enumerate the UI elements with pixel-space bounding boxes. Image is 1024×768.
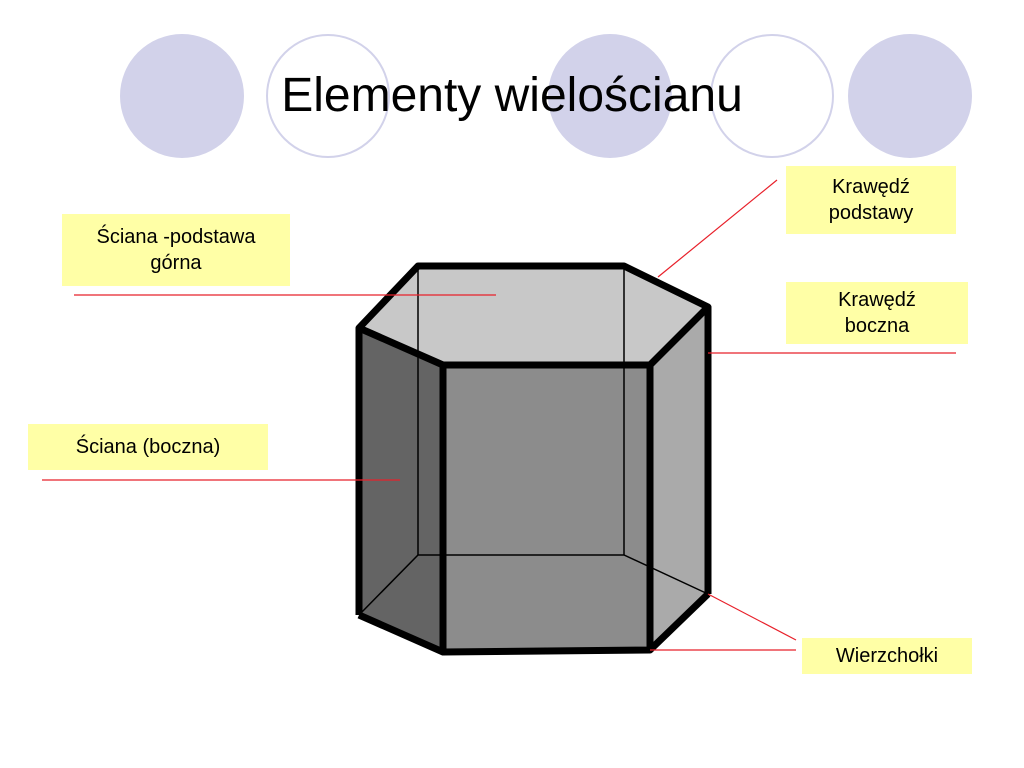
hidden-edge <box>358 554 709 616</box>
slide-title: Elementy wielościanu <box>281 69 743 122</box>
label-side-face: Ściana (boczna) <box>28 424 268 470</box>
label-base-edge: Krawędź podstawy <box>786 166 956 234</box>
decor-circle-5 <box>848 34 972 158</box>
label-top-face: Ściana -podstawa górna <box>62 214 290 286</box>
left-side-face <box>359 328 443 652</box>
decor-circle-4 <box>710 34 834 158</box>
top-base-face <box>359 266 708 365</box>
decor-circle-3 <box>548 34 672 158</box>
bottom-base-edges <box>357 591 711 656</box>
decor-circle-2 <box>266 34 390 158</box>
label-lateral-edge: Krawędź boczna <box>786 282 968 344</box>
decor-circle-1 <box>120 34 244 158</box>
leader-line-vertex-1 <box>707 593 797 641</box>
leader-line-base-edge <box>657 179 778 278</box>
right-side-face <box>650 307 708 650</box>
label-vertices: Wierzchołki <box>802 638 972 674</box>
front-side-face <box>443 365 650 652</box>
